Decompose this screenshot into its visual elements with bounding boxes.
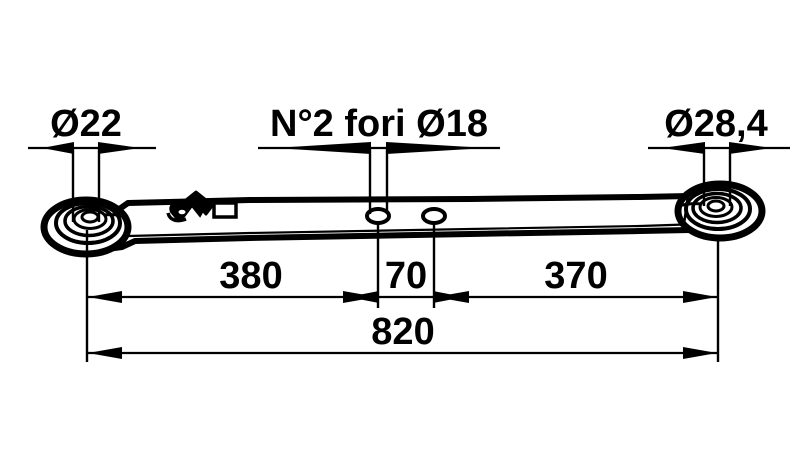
dimension-left-bore: Ø22 [28,103,156,222]
arrow-center-holes-a [274,142,371,154]
arrow-left-bore-inward-b [98,142,140,154]
right-eye [674,180,766,242]
dim-label-70: 70 [385,255,427,297]
arrow-370-left [435,291,469,303]
dimension-center-holes: N°2 fori Ø18 [258,103,500,214]
part-body [40,180,766,258]
arrow-820-right [683,347,717,359]
left-eye [40,196,132,258]
dim-label-380: 380 [219,255,282,297]
arrow-left-bore-inward-a [42,142,74,154]
dimension-right-bore: Ø28,4 [648,103,790,206]
arrow-380-left [88,291,122,303]
upper-bracket-tab [166,190,238,223]
arrow-820-left [88,347,122,359]
dim-label-370: 370 [544,255,607,297]
dim-label-right-bore: Ø28,4 [664,103,768,145]
arrow-right-bore-a [662,142,705,154]
dimension-row-820: 820 [87,311,718,359]
arrow-70-left [348,291,379,303]
dimension-row-380-70-370: 380 70 370 [87,255,718,303]
hole-2 [421,207,447,225]
dim-label-left-bore: Ø22 [50,103,122,145]
dim-label-820: 820 [371,311,434,353]
dim-label-center-holes: N°2 fori Ø18 [270,103,488,145]
arrow-center-holes-b [386,142,487,154]
arrow-370-right [683,291,717,303]
left-eye-bore [80,210,100,224]
right-eye-bore [706,199,726,213]
arrow-right-bore-b [729,142,772,154]
